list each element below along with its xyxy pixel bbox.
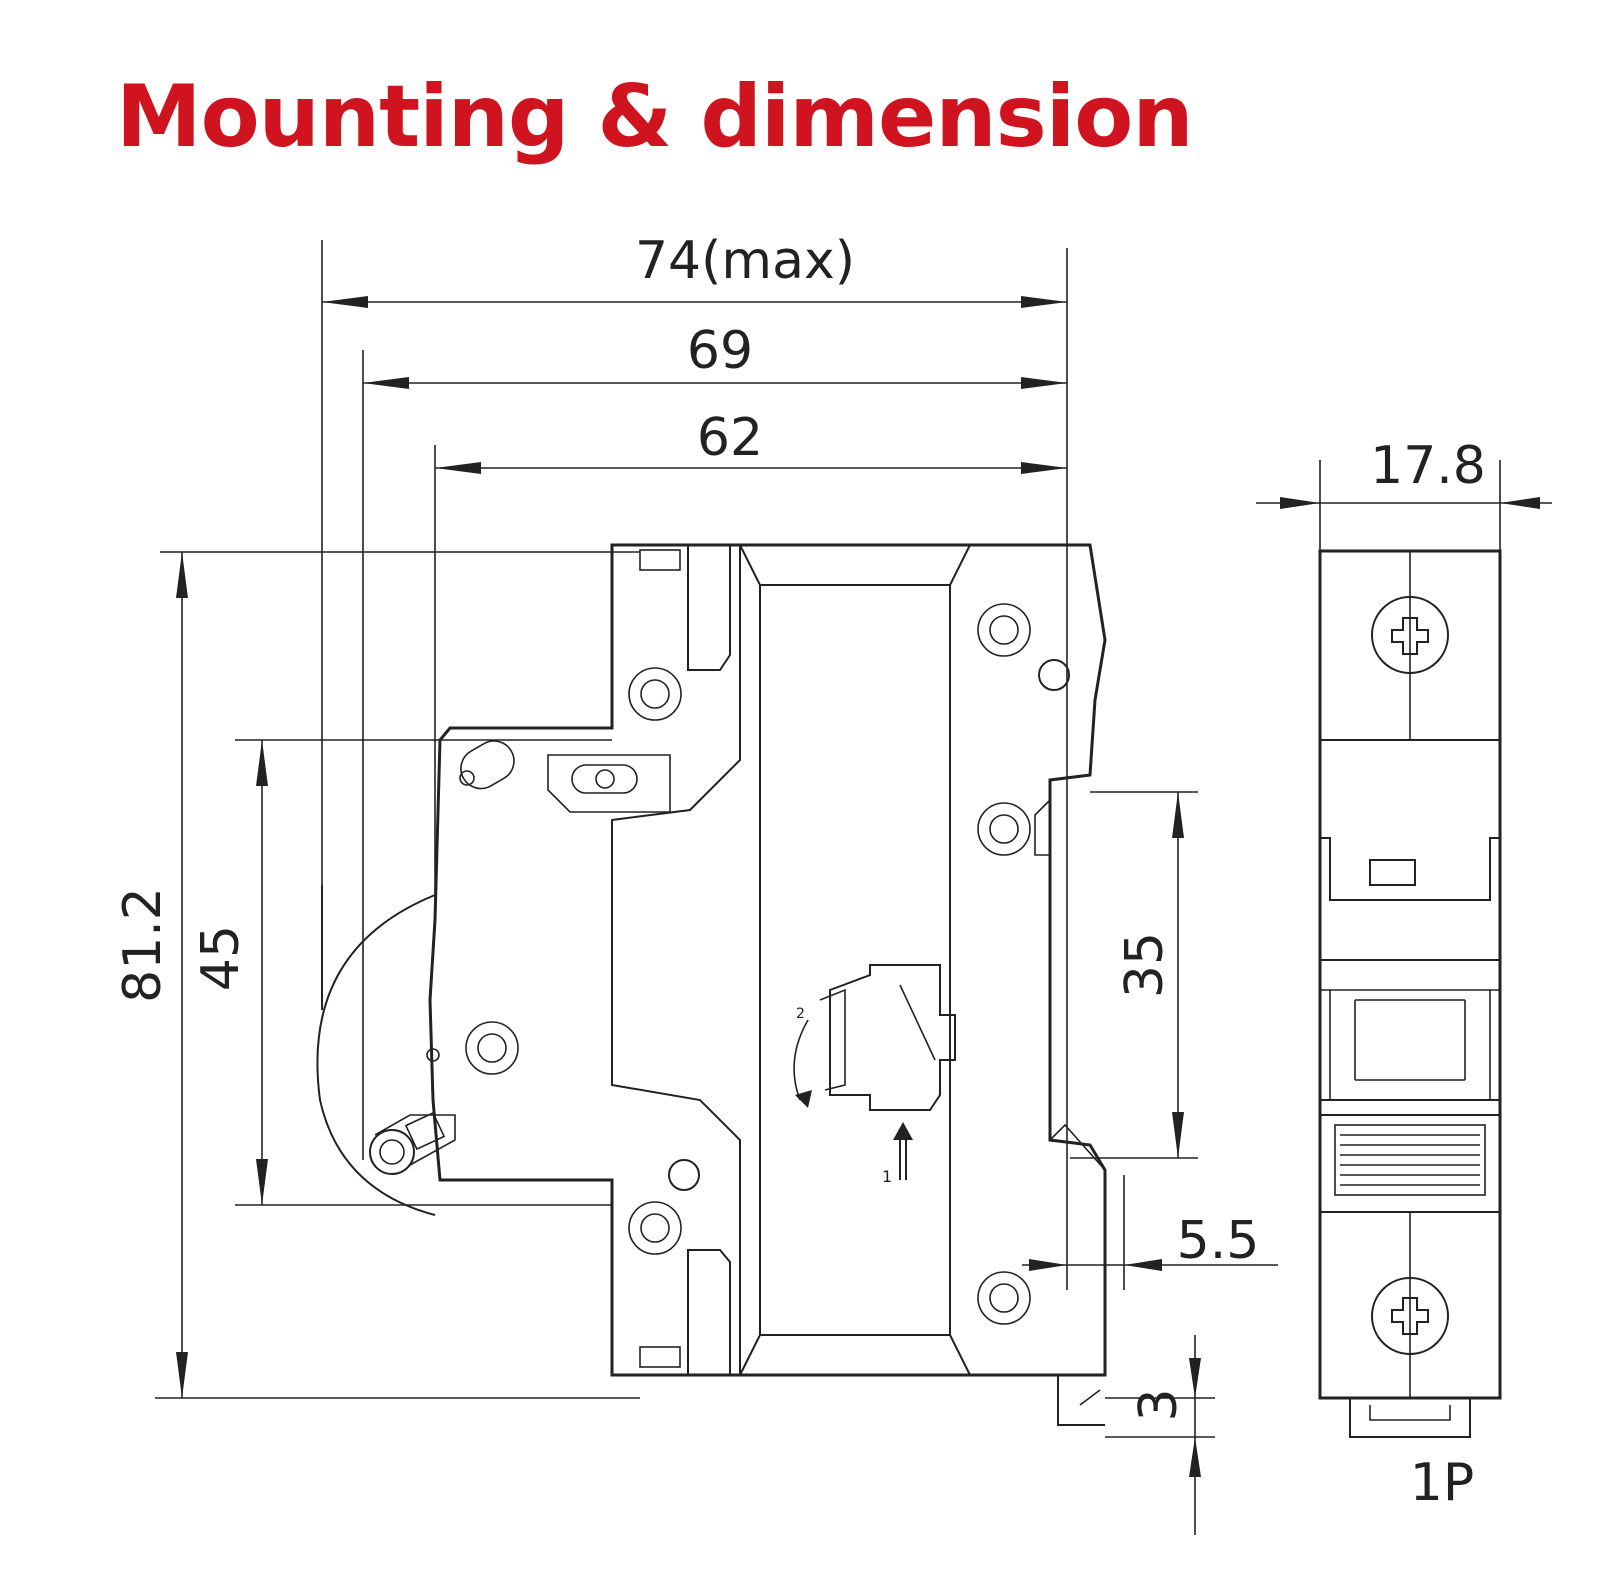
dim-81-2-label: 81.2: [113, 887, 173, 1003]
svg-text:1: 1: [882, 1167, 892, 1186]
dim-62-label: 62: [697, 408, 763, 468]
dim-3-label: 3: [1129, 1388, 1189, 1421]
svg-text:2: 2: [796, 1006, 805, 1022]
push-up-arrow-icon: 1: [882, 1122, 913, 1186]
dimension-45: 45: [191, 739, 612, 1206]
handle-arc: [316, 894, 436, 1216]
dimension-5-5: 5.5: [1022, 1175, 1278, 1290]
dimension-35: 35: [1070, 791, 1198, 1159]
reset-arrow-icon: 2: [793, 964, 956, 1111]
dimension-81-2: 81.2: [113, 551, 640, 1399]
pole-label: 1P: [1410, 1453, 1474, 1513]
dimension-3: 3: [1105, 1335, 1215, 1535]
dim-35-label: 35: [1115, 932, 1175, 998]
dim-74-max-label: 74(max): [635, 231, 855, 291]
page-title: Mounting & dimension: [116, 67, 1194, 167]
dimension-74-max: 74(max): [321, 231, 1068, 1290]
dim-5-5-label: 5.5: [1177, 1211, 1260, 1271]
dim-17-8-label: 17.8: [1370, 436, 1486, 496]
dimension-62: 62: [434, 408, 1067, 900]
side-view-drawing: 2 1: [316, 543, 1107, 1426]
screw-terminal-icon: [1371, 596, 1449, 674]
dim-45-label: 45: [191, 925, 251, 991]
terminal-spring: [1334, 1124, 1486, 1196]
dimension-69: 69: [362, 321, 1067, 1160]
dim-69-label: 69: [687, 321, 753, 381]
front-view-drawing: 17.8 1P: [1256, 436, 1552, 1513]
screw-terminal-icon: [1371, 1277, 1449, 1355]
